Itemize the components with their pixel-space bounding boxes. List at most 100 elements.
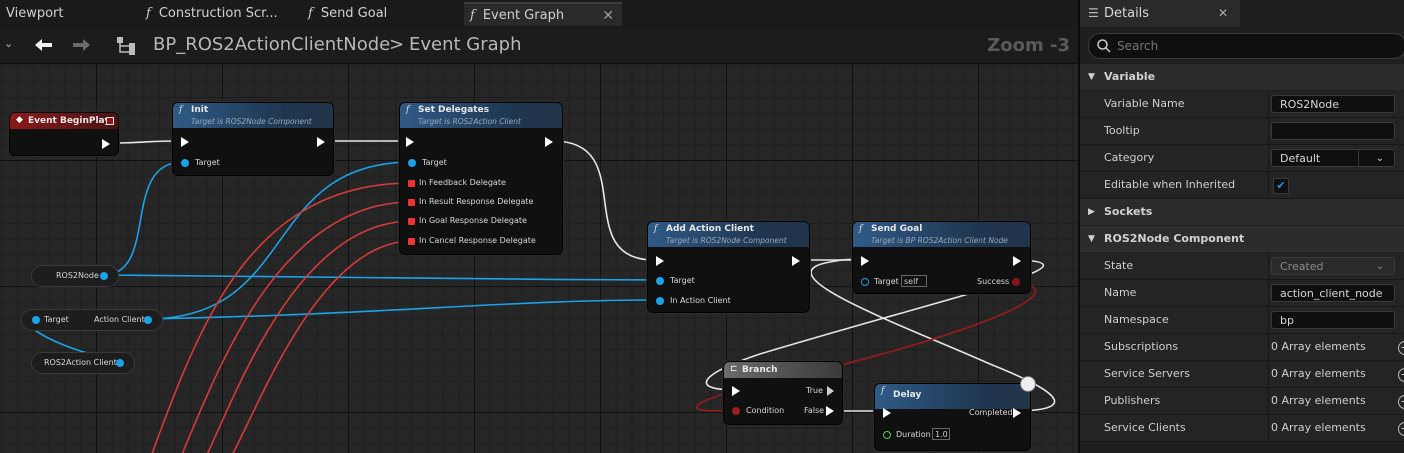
node-send-goal[interactable]: f Send Goal Target is BP ROS2Action Clie… — [852, 221, 1031, 294]
add-element-icon[interactable]: + — [1398, 368, 1404, 382]
exec-out-pin[interactable] — [102, 139, 110, 149]
exec-wire — [552, 140, 655, 261]
section-sockets[interactable]: ▶Sockets — [1080, 199, 1404, 225]
chevron-right-icon: ▶ — [1088, 207, 1095, 217]
row-label: Service Servers — [1104, 367, 1190, 380]
exec-in-pin[interactable] — [732, 386, 740, 396]
node-init[interactable]: f Init Target is ROS2Node Component Targ… — [172, 102, 334, 176]
variable-ros2node[interactable]: ROS2Node — [31, 265, 119, 287]
add-element-icon[interactable]: + — [1398, 341, 1404, 355]
pin-label: Target — [195, 158, 220, 167]
forward-arrow-icon[interactable] — [72, 37, 92, 53]
delegate-wire — [151, 182, 413, 453]
node-header — [173, 103, 333, 128]
tab-viewport[interactable]: Viewport — [6, 2, 64, 26]
goal-response-delegate-pin[interactable] — [408, 218, 415, 225]
tab-label: Construction Scr... — [158, 6, 278, 21]
false-exec-pin[interactable] — [826, 406, 834, 416]
node-header — [875, 384, 1030, 409]
row-editable-when-inherited: Editable when Inherited✔ — [1080, 172, 1404, 199]
node-add-action-client[interactable]: f Add Action Client Target is ROS2Node C… — [647, 221, 810, 313]
close-icon[interactable]: ✕ — [1218, 6, 1229, 20]
feedback-delegate-pin[interactable] — [408, 180, 415, 187]
chevron-down-icon: ⌄ — [1375, 261, 1384, 272]
true-exec-pin[interactable] — [827, 386, 834, 396]
add-element-icon[interactable]: + — [1398, 422, 1404, 436]
exec-out-pin[interactable] — [792, 256, 800, 266]
chevron-down-icon: ▼ — [1088, 72, 1095, 82]
exec-in-pin[interactable] — [861, 256, 869, 266]
exec-out-pin[interactable] — [1013, 408, 1021, 418]
variable-output-pin[interactable] — [116, 359, 124, 367]
node-branch[interactable]: ⊏ Branch True Condition False — [723, 361, 843, 425]
function-icon: f — [406, 105, 410, 115]
exec-in-pin[interactable] — [883, 408, 891, 418]
category-dropdown[interactable]: Default⌄ — [1271, 149, 1395, 167]
editable-checkbox[interactable]: ✔ — [1273, 178, 1289, 194]
variable-name-field[interactable]: ROS2Node — [1271, 95, 1395, 113]
exec-out-pin[interactable] — [317, 137, 325, 147]
array-count: 0 Array elements — [1271, 367, 1366, 380]
action-client-output-pin[interactable] — [144, 316, 152, 324]
node-get-action-client[interactable]: Target Action Client — [21, 309, 163, 331]
details-tab[interactable]: ☰ Details ✕ — [1080, 0, 1240, 27]
result-response-delegate-pin[interactable] — [408, 199, 415, 206]
target-pin[interactable] — [408, 159, 416, 167]
condition-pin[interactable] — [732, 407, 740, 415]
exec-in-pin[interactable] — [656, 256, 664, 266]
breadcrumb-graph[interactable]: Event Graph — [409, 34, 522, 55]
pin-label: In Action Client — [670, 296, 731, 305]
variable-output-pin[interactable] — [100, 272, 108, 280]
section-ros2node-component[interactable]: ▼ROS2Node Component — [1080, 226, 1404, 252]
node-header — [853, 222, 1030, 247]
variable-ros2action-client[interactable]: ROS2Action Client — [31, 352, 135, 374]
in-action-client-pin[interactable] — [656, 297, 664, 305]
target-pin[interactable] — [656, 277, 664, 285]
breadcrumb-blueprint[interactable]: BP_ROS2ActionClientNode — [153, 34, 391, 55]
variable-label: ROS2Action Client — [44, 358, 117, 367]
duration-input[interactable]: 1.0 — [932, 428, 950, 440]
success-pin[interactable] — [1012, 278, 1020, 286]
chevron-down-icon[interactable]: ⌄ — [4, 37, 14, 50]
self-input[interactable]: self — [901, 275, 927, 287]
graph-toolbar: ⌄ BP_ROS2ActionClientNode > Event Graph … — [0, 28, 1078, 64]
back-arrow-icon[interactable] — [33, 37, 53, 53]
exec-in-pin[interactable] — [406, 137, 414, 147]
target-pin[interactable] — [181, 159, 189, 167]
target-pin[interactable] — [32, 316, 40, 324]
pin-label: Duration — [896, 430, 931, 439]
search-box[interactable] — [1088, 33, 1404, 59]
tooltip-field[interactable] — [1271, 122, 1395, 140]
cancel-response-delegate-pin[interactable] — [408, 238, 415, 245]
delegate-output-pin[interactable] — [106, 117, 114, 125]
add-element-icon[interactable]: + — [1398, 395, 1404, 409]
pin-label: Success — [977, 277, 1010, 286]
node-event-beginplay[interactable]: ◆ Event BeginPlay — [9, 112, 119, 156]
search-input[interactable] — [1115, 36, 1389, 56]
pin-label: Completed — [969, 408, 1013, 417]
exec-in-pin[interactable] — [181, 137, 189, 147]
duration-pin[interactable] — [883, 431, 891, 439]
array-count: 0 Array elements — [1271, 421, 1366, 434]
breadcrumb-separator: > — [389, 34, 405, 55]
section-variable[interactable]: ▼Variable — [1080, 64, 1404, 90]
function-icon: f — [654, 224, 658, 234]
exec-out-pin[interactable] — [1013, 256, 1021, 266]
function-icon: f — [308, 6, 313, 21]
close-tab-icon[interactable]: ✕ — [602, 8, 614, 24]
target-pin[interactable] — [861, 278, 869, 286]
exec-out-pin[interactable] — [545, 137, 553, 147]
node-set-delegates[interactable]: f Set Delegates Target is ROS2Action Cli… — [399, 102, 563, 255]
event-graph-canvas[interactable]: ◆ Event BeginPlay f Init Target is ROS2N… — [0, 64, 1078, 453]
exec-wire — [112, 140, 177, 144]
namespace-field[interactable]: bp — [1271, 311, 1395, 329]
state-value: Created — [1280, 260, 1324, 273]
node-delay[interactable]: f Delay Completed Duration 1.0 — [874, 376, 1036, 451]
name-field[interactable]: action_client_node — [1271, 284, 1395, 302]
state-dropdown[interactable]: Created ⌄ — [1271, 257, 1395, 275]
